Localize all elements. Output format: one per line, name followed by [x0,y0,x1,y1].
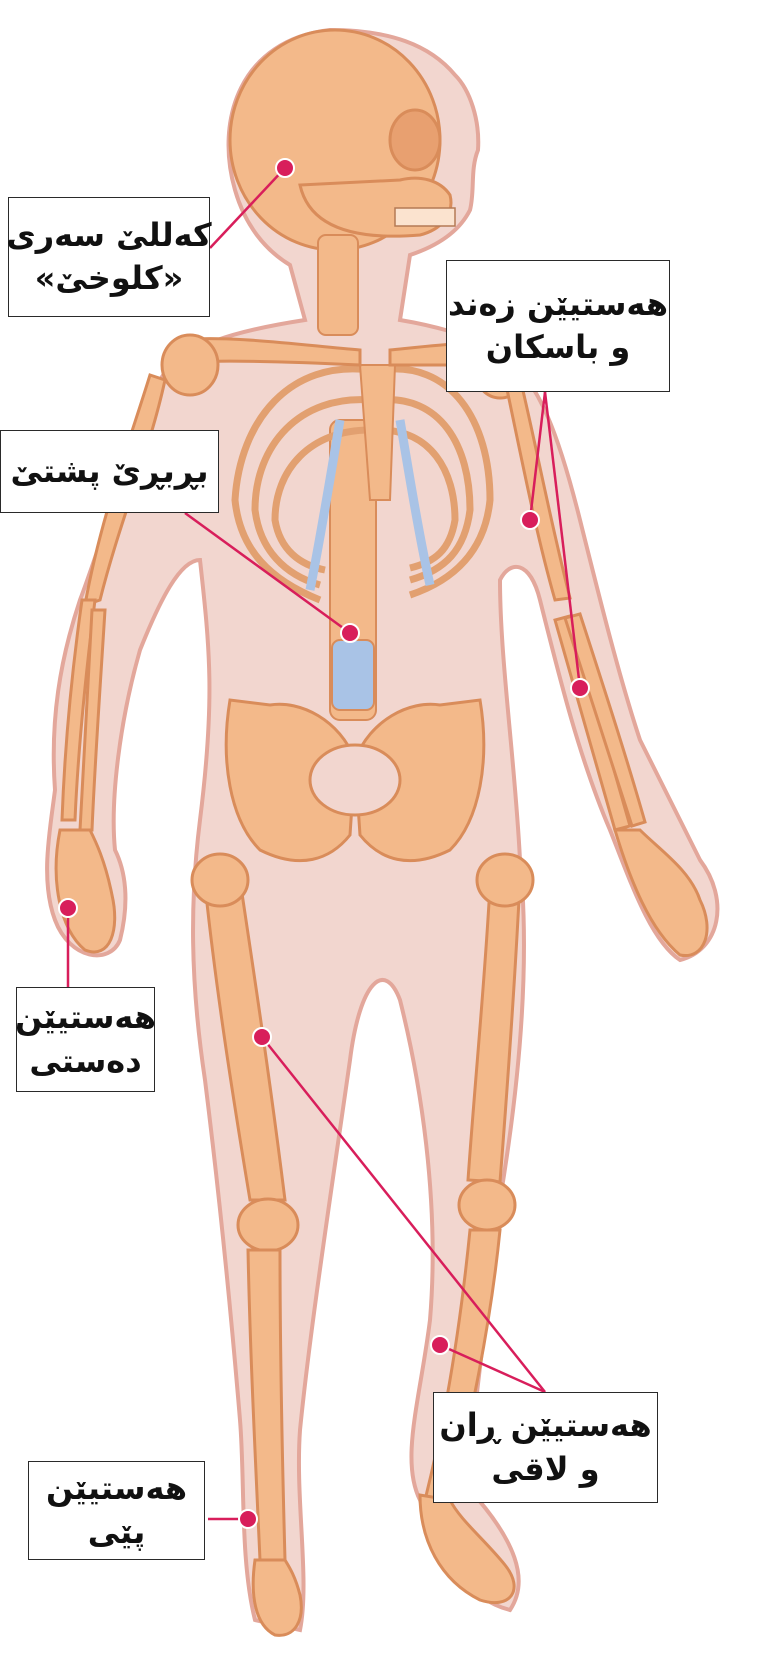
label-skull: کەللێ سەری «کلوخێ» [8,197,210,317]
label-hand-bones: هەستیێن دەستی [16,987,155,1092]
label-foot-bones-line1: هەستیێن [46,1467,187,1510]
label-spine: بڕبڕێ پشتێ [0,430,219,513]
tibia-marker [431,1336,449,1354]
label-arm-bones-line1: هەستیێن زەند [448,283,668,326]
label-foot-bones-line2: پێی [88,1511,145,1554]
label-arm-bones-line2: و باسکان [486,326,630,369]
label-leg-bones-line1: هەستیێن ڕان [439,1404,651,1447]
label-leg-bones: هەستیێن ڕان و لاقی [433,1392,658,1503]
label-foot-bones: هەستیێن پێی [28,1461,205,1560]
spine-marker [341,624,359,642]
label-skull-line1: کەللێ سەری [6,214,211,257]
label-skull-line2: «کلوخێ» [35,257,184,300]
humerus-marker [571,679,589,697]
label-hand-bones-line1: هەستیێن [15,996,156,1039]
skull-marker [276,159,294,177]
label-arm-bones: هەستیێن زەند و باسکان [446,260,670,392]
forearm-marker [521,511,539,529]
label-hand-bones-line2: دەستی [29,1040,141,1083]
label-spine-line1: بڕبڕێ پشتێ [10,450,208,493]
hand-marker [59,899,77,917]
label-leg-bones-line2: و لاقی [491,1448,599,1491]
femur-marker [253,1028,271,1046]
foot-marker [239,1510,257,1528]
